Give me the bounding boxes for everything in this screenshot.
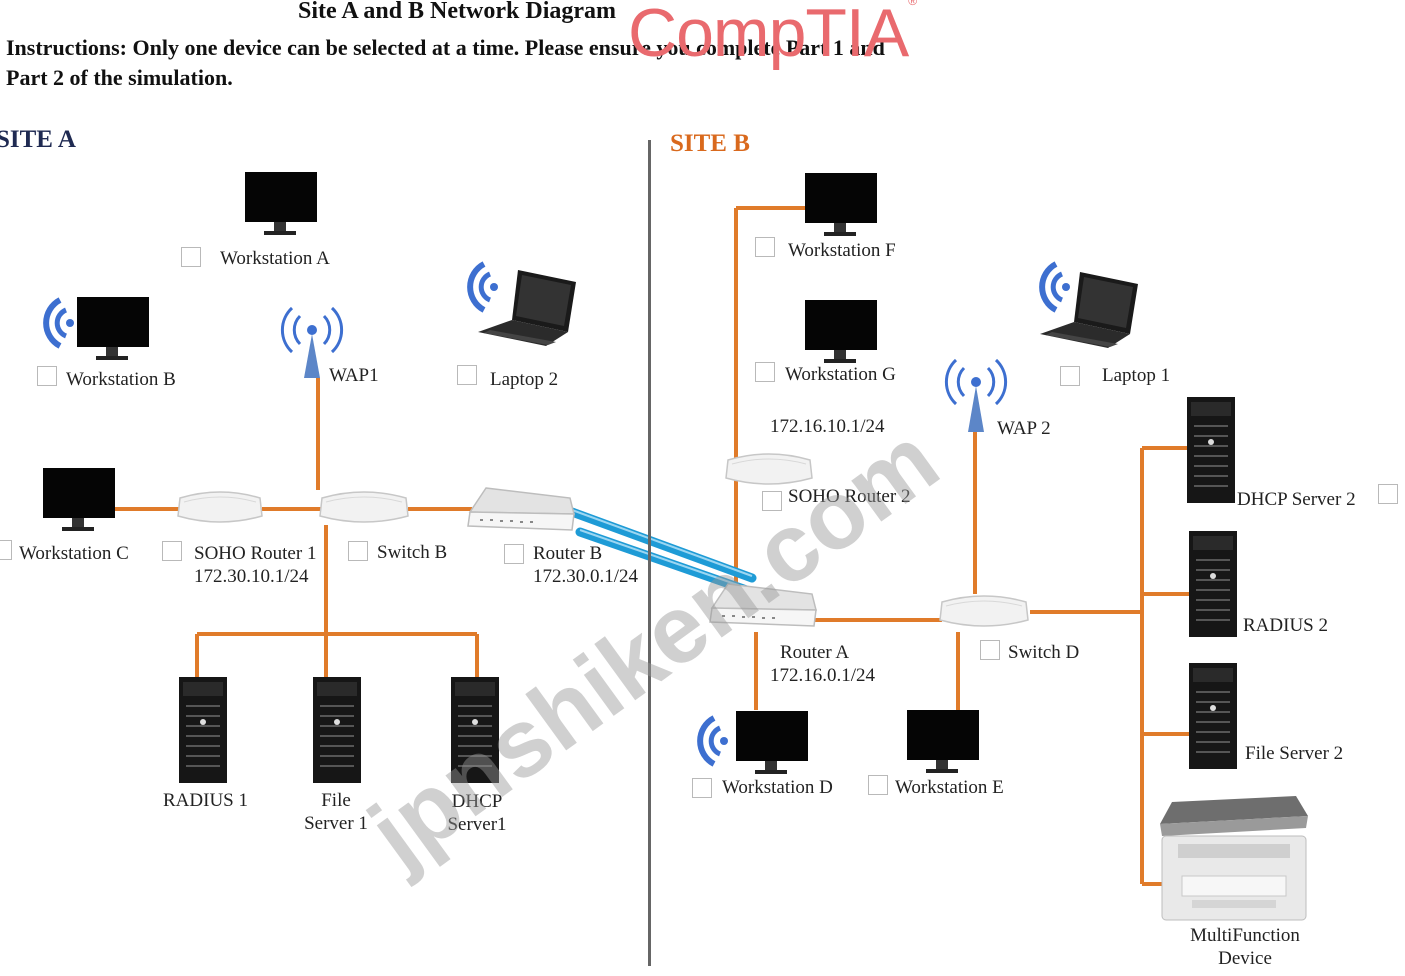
router-a-ip: 172.16.0.1/24 xyxy=(770,665,876,686)
multifunction-device-label-line2: Device xyxy=(1218,948,1272,969)
switch-d-icon[interactable] xyxy=(936,592,1032,632)
workstation-d-label: Workstation D xyxy=(722,777,833,798)
file-server-1-icon[interactable] xyxy=(312,676,362,784)
switch-b-icon[interactable] xyxy=(316,488,412,528)
soho-router-1-checkbox[interactable] xyxy=(162,541,182,561)
router-b-ip: 172.30.0.1/24 xyxy=(533,566,639,587)
soho-router-2-ip: 172.16.10.1/24 xyxy=(770,416,885,437)
workstation-f-label: Workstation F xyxy=(788,240,896,261)
workstation-g-checkbox[interactable] xyxy=(755,362,775,382)
workstation-b-label: Workstation B xyxy=(66,369,176,390)
file-server-1-label-line2: Server 1 xyxy=(304,813,368,834)
wap1-label: WAP1 xyxy=(329,365,379,386)
dhcp-server-2-checkbox[interactable] xyxy=(1378,484,1398,504)
router-b-label: Router B xyxy=(533,543,603,564)
laptop-1-icon[interactable] xyxy=(1038,268,1142,350)
dhcp-server-2-icon[interactable] xyxy=(1186,396,1236,504)
laptop-1-label: Laptop 1 xyxy=(1102,365,1171,386)
dhcp-server-2-label: DHCP Server 2 xyxy=(1237,489,1356,510)
soho-router-2-checkbox[interactable] xyxy=(762,491,782,511)
workstation-e-checkbox[interactable] xyxy=(868,775,888,795)
switch-d-label: Switch D xyxy=(1008,642,1080,663)
workstation-e-label: Workstation E xyxy=(895,777,1004,798)
file-server-1-label: File Server 1 xyxy=(296,789,376,835)
workstation-g-label: Workstation G xyxy=(785,364,896,385)
switch-d-checkbox[interactable] xyxy=(980,640,1000,660)
workstation-f-checkbox[interactable] xyxy=(755,237,775,257)
workstation-e-monitor-icon[interactable] xyxy=(906,709,980,777)
file-server-2-label: File Server 2 xyxy=(1245,743,1344,764)
dhcp-server-1-icon[interactable] xyxy=(450,676,500,784)
laptop-1-checkbox[interactable] xyxy=(1060,366,1080,386)
workstation-g-monitor-icon[interactable] xyxy=(804,299,878,367)
wifi-signal-icon xyxy=(697,715,728,767)
multifunction-device-label: MultiFunction Device xyxy=(1175,924,1315,970)
radius-1-label: RADIUS 1 xyxy=(163,790,248,811)
instructions-line-2: Part 2 of the simulation. xyxy=(6,65,233,90)
router-b-checkbox[interactable] xyxy=(504,544,524,564)
wap2-antenna-icon[interactable] xyxy=(938,352,1014,434)
wifi-signal-icon xyxy=(43,297,74,349)
router-b-icon[interactable] xyxy=(466,484,578,538)
file-server-1-label-line1: File xyxy=(321,790,351,811)
site-a-label: SITE A xyxy=(0,126,76,153)
workstation-d-monitor-icon[interactable] xyxy=(735,710,809,778)
switch-b-checkbox[interactable] xyxy=(348,541,368,561)
router-a-icon[interactable] xyxy=(708,580,820,634)
workstation-f-monitor-icon[interactable] xyxy=(804,172,878,240)
radius-2-server-icon[interactable] xyxy=(1188,530,1238,638)
wap1-antenna-icon[interactable] xyxy=(274,300,350,380)
site-b-label: SITE B xyxy=(670,130,750,157)
switch-b-label: Switch B xyxy=(377,542,448,563)
wifi-signal-icon xyxy=(467,261,498,313)
soho-router-2-label: SOHO Router 2 xyxy=(788,486,911,507)
site-divider xyxy=(648,140,651,966)
instructions-line-1: Instructions: Only one device can be sel… xyxy=(6,35,885,60)
multifunction-printer-icon[interactable] xyxy=(1152,788,1312,924)
radius-2-label: RADIUS 2 xyxy=(1243,615,1328,636)
workstation-a-label: Workstation A xyxy=(220,248,330,269)
soho-router-1-icon[interactable] xyxy=(174,488,266,528)
workstation-b-checkbox[interactable] xyxy=(37,366,57,386)
page-title: Site A and B Network Diagram xyxy=(298,0,616,24)
laptop-2-checkbox[interactable] xyxy=(457,365,477,385)
radius-1-server-icon[interactable] xyxy=(178,676,228,784)
wifi-signal-icon xyxy=(1039,261,1070,313)
workstation-c-monitor-icon[interactable] xyxy=(42,467,116,535)
registered-mark: ® xyxy=(908,0,917,8)
comptia-logo: CompTIA® xyxy=(628,0,917,72)
workstation-c-label: Workstation C xyxy=(19,543,129,564)
soho-router-1-label: SOHO Router 1 xyxy=(194,543,317,564)
router-a-label: Router A xyxy=(780,642,850,663)
soho-router-1-ip: 172.30.10.1/24 xyxy=(194,566,309,587)
workstation-c-checkbox[interactable] xyxy=(0,540,12,560)
soho-router-2-icon[interactable] xyxy=(722,450,816,490)
workstation-b-monitor-icon[interactable] xyxy=(76,296,150,364)
file-server-2-icon[interactable] xyxy=(1188,662,1238,770)
workstation-a-checkbox[interactable] xyxy=(181,247,201,267)
workstation-d-checkbox[interactable] xyxy=(692,778,712,798)
wap2-label: WAP 2 xyxy=(997,418,1051,439)
wan-cable-1 xyxy=(567,507,757,583)
dhcp-server-1-label-line2: Server1 xyxy=(447,814,507,835)
comptia-logo-text: CompTIA xyxy=(628,0,909,71)
dhcp-server-1-label: DHCP Server1 xyxy=(437,790,517,836)
laptop-2-icon[interactable] xyxy=(476,266,580,348)
multifunction-device-label-line1: MultiFunction xyxy=(1190,925,1300,946)
dhcp-server-1-label-line1: DHCP xyxy=(451,791,503,812)
workstation-a-monitor-icon[interactable] xyxy=(244,171,318,239)
laptop-2-label: Laptop 2 xyxy=(490,369,559,390)
